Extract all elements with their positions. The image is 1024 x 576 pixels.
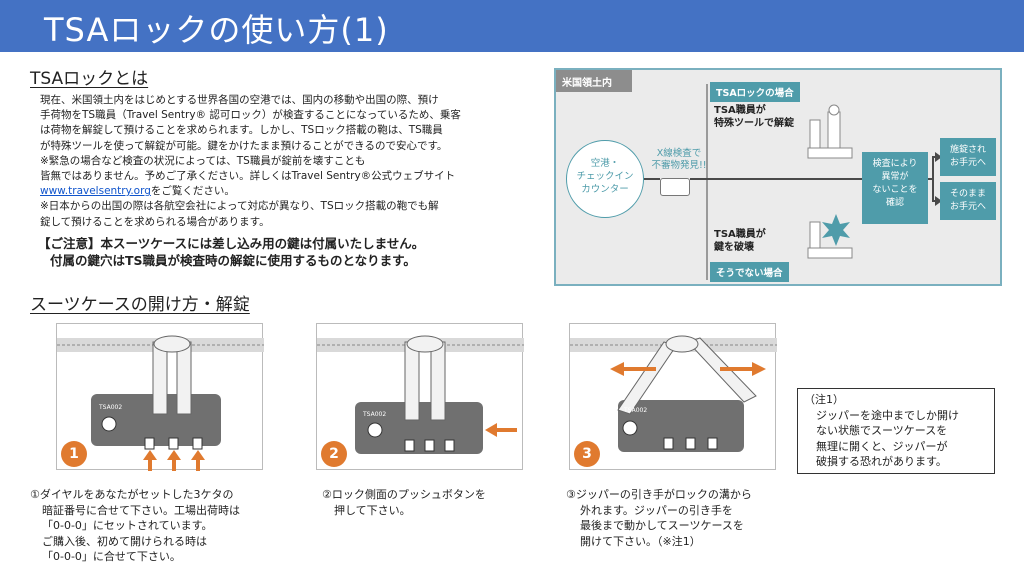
about-line: ※日本からの出国の際は各航空会社によって対応が異なり、TSロック搭載の鞄でも解 — [40, 200, 439, 213]
about-line: が特殊ツールを使って解錠が可能。鍵をかけたまま預けることができるので安心です。 — [40, 139, 448, 152]
xray-line: 不審物発見!! — [651, 160, 707, 171]
caption-line: 押して下さい。 — [334, 503, 411, 517]
result-line: 施錠され — [949, 145, 986, 155]
xray-label: X線検査で 不審物発見!! — [648, 148, 710, 172]
about-paragraph: 現在、米国領土内をはじめとする世界各国の空港では、国内の移動や出国の際、預け 手… — [40, 93, 540, 230]
connector-line — [928, 178, 932, 180]
section-heading-about: TSAロックとは — [30, 69, 149, 89]
step2-caption: ②ロック側面のプッシュボタンを 押して下さい。 — [322, 487, 486, 518]
other-case-line: 鍵を破壊 — [714, 242, 754, 253]
notice-line-1: 【ご注意】本スーツケースには差し込み用の鍵は付属いたしません。 — [38, 236, 425, 251]
step3-illustration: TSA002 3 — [569, 323, 777, 470]
step3-caption: ③ジッパーの引き手がロックの溝から 外れます。ジッパーの引き手を 最後まで動かし… — [566, 487, 752, 549]
suitcase-icon — [660, 178, 690, 196]
about-line: 皆無ではありません。予めご了承ください。詳しくはTravel Sentry®公式… — [40, 170, 456, 183]
result-line: お手元へ — [949, 202, 986, 212]
check-line: 確認 — [885, 198, 904, 208]
about-line: 錠して預けることを求められる場合があります。 — [40, 215, 270, 228]
result-asis-box: そのまま お手元へ — [940, 182, 996, 220]
caption-line: ②ロック側面のプッシュボタンを — [322, 488, 486, 501]
lock-code-label: TSA002 — [98, 404, 122, 411]
inspector-illustration-icon — [807, 104, 853, 159]
step1-illustration: TSA002 1 — [56, 323, 264, 471]
broken-lock-illustration-icon — [807, 214, 853, 259]
lock-pushbutton-illustration: TSA002 — [317, 335, 524, 454]
step2-illustration: TSA002 2 — [316, 323, 524, 470]
region-label: 米国領土内 — [556, 70, 632, 92]
connector-line — [932, 156, 934, 202]
tsa-flow-diagram: 米国領土内 空港・ チェックイン カウンター X線検査で 不審物発見!! TSA… — [554, 68, 1002, 286]
connector-line — [706, 178, 862, 180]
check-line: 異常が — [881, 172, 909, 182]
about-line: ※緊急の場合など検査の状況によっては、TS職員が錠前を壊すことも — [40, 154, 366, 167]
step1-caption: ①ダイヤルをあなたがセットした3ケタの 暗証番号に合せて下さい。工場出荷時は 「… — [30, 487, 240, 565]
other-case-tag: そうでない場合 — [710, 262, 789, 282]
arrow-icon — [935, 196, 942, 206]
connector-line — [690, 178, 706, 180]
other-case-text: TSA職員が 鍵を破壊 — [714, 228, 766, 254]
section-heading-open: スーツケースの開け方・解錠 — [30, 295, 250, 315]
caption-line: 「0-0-0」に合せて下さい。 — [42, 550, 181, 563]
caption-line: 「0-0-0」にセットされています。 — [42, 519, 213, 532]
about-link-line: www.travelsentry.orgをご覧ください。 — [40, 184, 540, 199]
caption-line: 暗証番号に合せて下さい。工場出荷時は — [42, 503, 240, 517]
caption-line: ①ダイヤルをあなたがセットした3ケタの — [30, 488, 234, 501]
connector-line — [644, 178, 660, 180]
note-line: ない状態でスーツケースを — [816, 424, 948, 437]
tsa-case-text: TSA職員が 特殊ツールで解錠 — [714, 104, 794, 130]
about-line: は荷物を解錠して預けることを求められます。しかし、TSロック搭載の鞄は、TS職員 — [40, 124, 443, 137]
lock-code-label: TSA002 — [362, 411, 386, 418]
inspection-box: 検査により 異常が ないことを 確認 — [862, 152, 928, 224]
check-line: 検査により — [872, 159, 918, 169]
caption-line: ご購入後、初めて開けられる時は — [42, 534, 207, 548]
lock-code-label: TSA002 — [623, 407, 647, 414]
about-link-rest: をご覧ください。 — [150, 185, 235, 198]
caption-line: 外れます。ジッパーの引き手を — [580, 503, 733, 517]
tsa-case-tag: TSAロックの場合 — [710, 82, 800, 102]
caption-line: 最後まで動かしてスーツケースを — [580, 519, 744, 532]
checkin-counter-circle: 空港・ チェックイン カウンター — [566, 140, 644, 218]
tsa-case-line: TSA職員が — [714, 105, 766, 116]
divider-line — [706, 84, 708, 280]
note-box: （注1） ジッパーを途中までしか開け ない状態でスーツケースを 無理に開くと、ジ… — [797, 388, 995, 474]
step-badge-2: 2 — [321, 441, 347, 467]
check-line: ないことを — [872, 185, 918, 195]
step-badge-3: 3 — [574, 441, 600, 467]
step-badge-1: 1 — [61, 441, 87, 467]
note-title: （注1） — [804, 393, 844, 406]
note-line: ジッパーを途中までしか開け — [816, 408, 959, 422]
counter-line: カウンター — [581, 184, 629, 195]
counter-line: チェックイン — [576, 171, 634, 182]
lock-dial-illustration: TSA002 — [57, 335, 264, 471]
result-line: そのまま — [949, 189, 986, 199]
other-case-line: TSA職員が — [714, 229, 766, 240]
notice-line-2: 付属の鍵穴はTS職員が検査時の解錠に使用するものとなります。 — [50, 253, 416, 268]
zipper-open-illustration: TSA002 — [570, 335, 777, 452]
result-locked-box: 施錠され お手元へ — [940, 138, 996, 176]
arrow-icon — [935, 152, 942, 162]
result-line: お手元へ — [949, 158, 986, 168]
tsa-case-line: 特殊ツールで解錠 — [714, 118, 794, 129]
xray-line: X線検査で — [656, 148, 702, 159]
note-line: 無理に開くと、ジッパーが — [816, 439, 948, 453]
caption-line: 開けて下さい。（※注1） — [580, 534, 701, 548]
note-line: 破損する恐れがあります。 — [816, 455, 947, 468]
title-bar: TSAロックの使い方(1) — [0, 0, 1024, 52]
caption-line: ③ジッパーの引き手がロックの溝から — [566, 488, 752, 501]
about-line: 手荷物をTS職員（Travel Sentry® 認可ロック）が検査することになっ… — [40, 109, 461, 122]
about-line: 現在、米国領土内をはじめとする世界各国の空港では、国内の移動や出国の際、預け — [40, 94, 439, 106]
counter-line: 空港・ — [590, 158, 620, 169]
travelsentry-link[interactable]: www.travelsentry.org — [40, 185, 151, 198]
page-title: TSAロックの使い方(1) — [44, 11, 389, 49]
